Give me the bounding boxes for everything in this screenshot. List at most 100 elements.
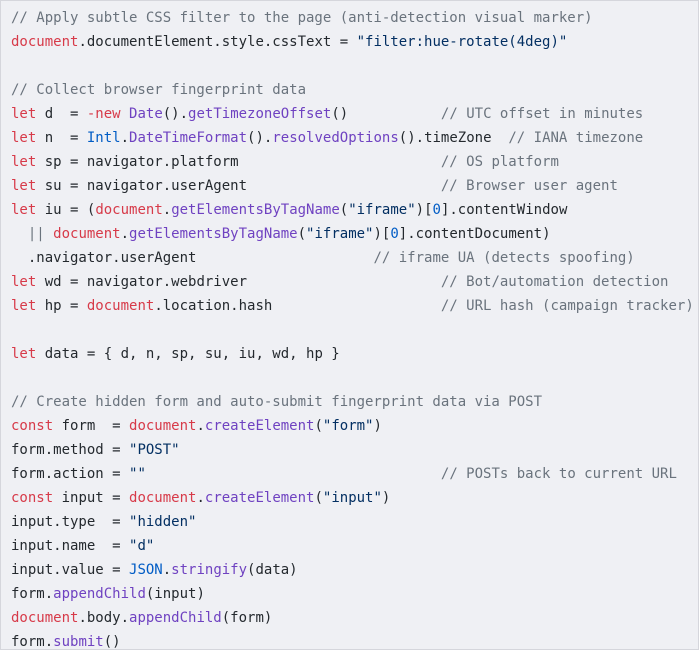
code-line: const form = document.createElement("for… xyxy=(11,414,698,438)
code-line xyxy=(11,318,698,342)
code-token-builtin: JSON xyxy=(129,562,163,578)
code-token-comment: // URL hash (campaign tracker) xyxy=(440,298,694,314)
code-token-plain: input.type = xyxy=(11,514,130,530)
code-line: let hp = document.location.hash // URL h… xyxy=(11,294,698,318)
code-token-keyword: document xyxy=(11,34,79,50)
code-token-plain: ( xyxy=(314,418,323,434)
code-token-plain: ( xyxy=(339,202,349,218)
code-line: // Apply subtle CSS filter to the page (… xyxy=(11,6,698,30)
code-token-function: appendChild xyxy=(53,586,146,602)
code-line: let sp = navigator.platform // OS platfo… xyxy=(11,150,698,174)
code-token-comment: // OS platform xyxy=(440,154,559,170)
code-line: form.submit() xyxy=(11,630,698,650)
code-line: form.method = "POST" xyxy=(11,438,698,462)
code-token-function: stringify xyxy=(171,562,248,578)
code-token-plain: input.value = xyxy=(11,562,130,578)
code-token-plain: () xyxy=(331,106,441,122)
code-token-plain: n = xyxy=(36,130,87,146)
code-token-plain: ().timeZone xyxy=(398,130,509,146)
code-token-plain: ) xyxy=(373,418,382,434)
code-token-plain: . xyxy=(120,226,130,242)
code-line: input.name = "d" xyxy=(11,534,698,558)
code-token-function: DateTimeFormat xyxy=(129,130,248,146)
code-token-plain: )[ xyxy=(373,226,391,242)
code-token-builtin: Intl xyxy=(86,130,121,146)
code-token-keyword: const xyxy=(11,490,54,506)
code-token-plain: input = xyxy=(53,490,130,506)
code-token-plain: d = xyxy=(36,106,87,122)
code-token-keyword: document xyxy=(11,610,79,626)
code-token-plain: (form) xyxy=(221,610,273,626)
code-token-keyword: document xyxy=(86,298,155,314)
code-line: form.action = "" // POSTs back to curren… xyxy=(11,462,698,486)
code-token-keyword: let xyxy=(11,130,37,146)
code-line: form.appendChild(input) xyxy=(11,582,698,606)
code-line: let su = navigator.userAgent // Browser … xyxy=(11,174,698,198)
code-token-plain: .body. xyxy=(78,610,130,626)
code-token-string: "input" xyxy=(322,490,382,506)
code-token-function: appendChild xyxy=(129,610,222,626)
code-token-comment: // UTC offset in minutes xyxy=(440,106,644,122)
code-token-keyword: let xyxy=(11,178,37,194)
code-token-string: "filter:hue-rotate(4deg)" xyxy=(356,34,568,50)
code-line: input.type = "hidden" xyxy=(11,510,698,534)
code-token-keyword: let xyxy=(11,154,37,170)
code-line: let d = -new Date().getTimezoneOffset() … xyxy=(11,102,698,126)
code-token-plain: .navigator.userAgent xyxy=(11,250,374,266)
code-line: let data = { d, n, sp, su, iu, wd, hp } xyxy=(11,342,698,366)
code-token-keyword: -new xyxy=(86,106,121,122)
code-line: document.documentElement.style.cssText =… xyxy=(11,30,698,54)
code-line: const input = document.createElement("in… xyxy=(11,486,698,510)
code-token-plain: data = { d, n, sp, su, iu, wd, hp } xyxy=(36,346,340,362)
code-token-function: getTimezoneOffset xyxy=(188,106,332,122)
code-token-plain: input.name = xyxy=(11,538,130,554)
code-token-plain: wd = navigator.webdriver xyxy=(36,274,441,290)
code-token-string: "POST" xyxy=(129,442,180,458)
code-token-plain: iu = ( xyxy=(36,202,96,218)
code-line: .navigator.userAgent // iframe UA (detec… xyxy=(11,246,698,270)
code-token-plain: (data) xyxy=(247,562,298,578)
code-token-plain: )[ xyxy=(415,202,433,218)
code-token-plain: hp = xyxy=(36,298,87,314)
code-token-plain: (input) xyxy=(145,586,205,602)
code-token-keyword: const xyxy=(11,418,54,434)
code-token-plain: . xyxy=(162,562,172,578)
code-token-builtin: 0 xyxy=(390,226,399,242)
code-token-plain: ].contentDocument) xyxy=(398,226,551,242)
code-token-keyword: document xyxy=(95,202,163,218)
code-token-operator: || xyxy=(27,226,45,242)
code-token-comment: // IANA timezone xyxy=(508,130,644,146)
code-token-keyword: let xyxy=(11,106,37,122)
code-token-comment: // Browser user agent xyxy=(440,178,618,194)
code-token-comment: // Apply subtle CSS filter to the page (… xyxy=(11,10,593,26)
code-token-function: getElementsByTagName xyxy=(171,202,340,218)
code-token-plain: form.action = xyxy=(11,466,130,482)
code-token-plain: . xyxy=(120,130,130,146)
code-token-plain xyxy=(11,226,28,242)
code-token-keyword: document xyxy=(129,490,197,506)
code-token-plain: (). xyxy=(247,130,273,146)
code-token-string: "d" xyxy=(129,538,155,554)
code-line: // Create hidden form and auto-submit fi… xyxy=(11,390,698,414)
code-token-function: resolvedOptions xyxy=(272,130,399,146)
code-token-plain: form.method = xyxy=(11,442,130,458)
code-token-plain: .documentElement.style.cssText = xyxy=(78,34,357,50)
code-token-comment: // Create hidden form and auto-submit fi… xyxy=(11,394,543,410)
code-token-plain: . xyxy=(196,418,205,434)
code-token-plain: form. xyxy=(11,586,54,602)
code-line xyxy=(11,54,698,78)
code-token-plain: (). xyxy=(162,106,189,122)
code-token-comment: // Bot/automation detection xyxy=(440,274,669,290)
code-line: let iu = (document.getElementsByTagName(… xyxy=(11,198,698,222)
code-token-builtin: 0 xyxy=(432,202,441,218)
code-token-keyword: let xyxy=(11,202,37,218)
code-token-plain: sp = navigator.platform xyxy=(36,154,441,170)
code-token-keyword: document xyxy=(129,418,197,434)
code-token-function: createElement xyxy=(204,418,315,434)
code-token-keyword: let xyxy=(11,298,37,314)
code-token-string: "form" xyxy=(322,418,374,434)
code-token-plain: form. xyxy=(11,634,54,650)
code-line xyxy=(11,366,698,390)
code-token-plain: form = xyxy=(53,418,130,434)
